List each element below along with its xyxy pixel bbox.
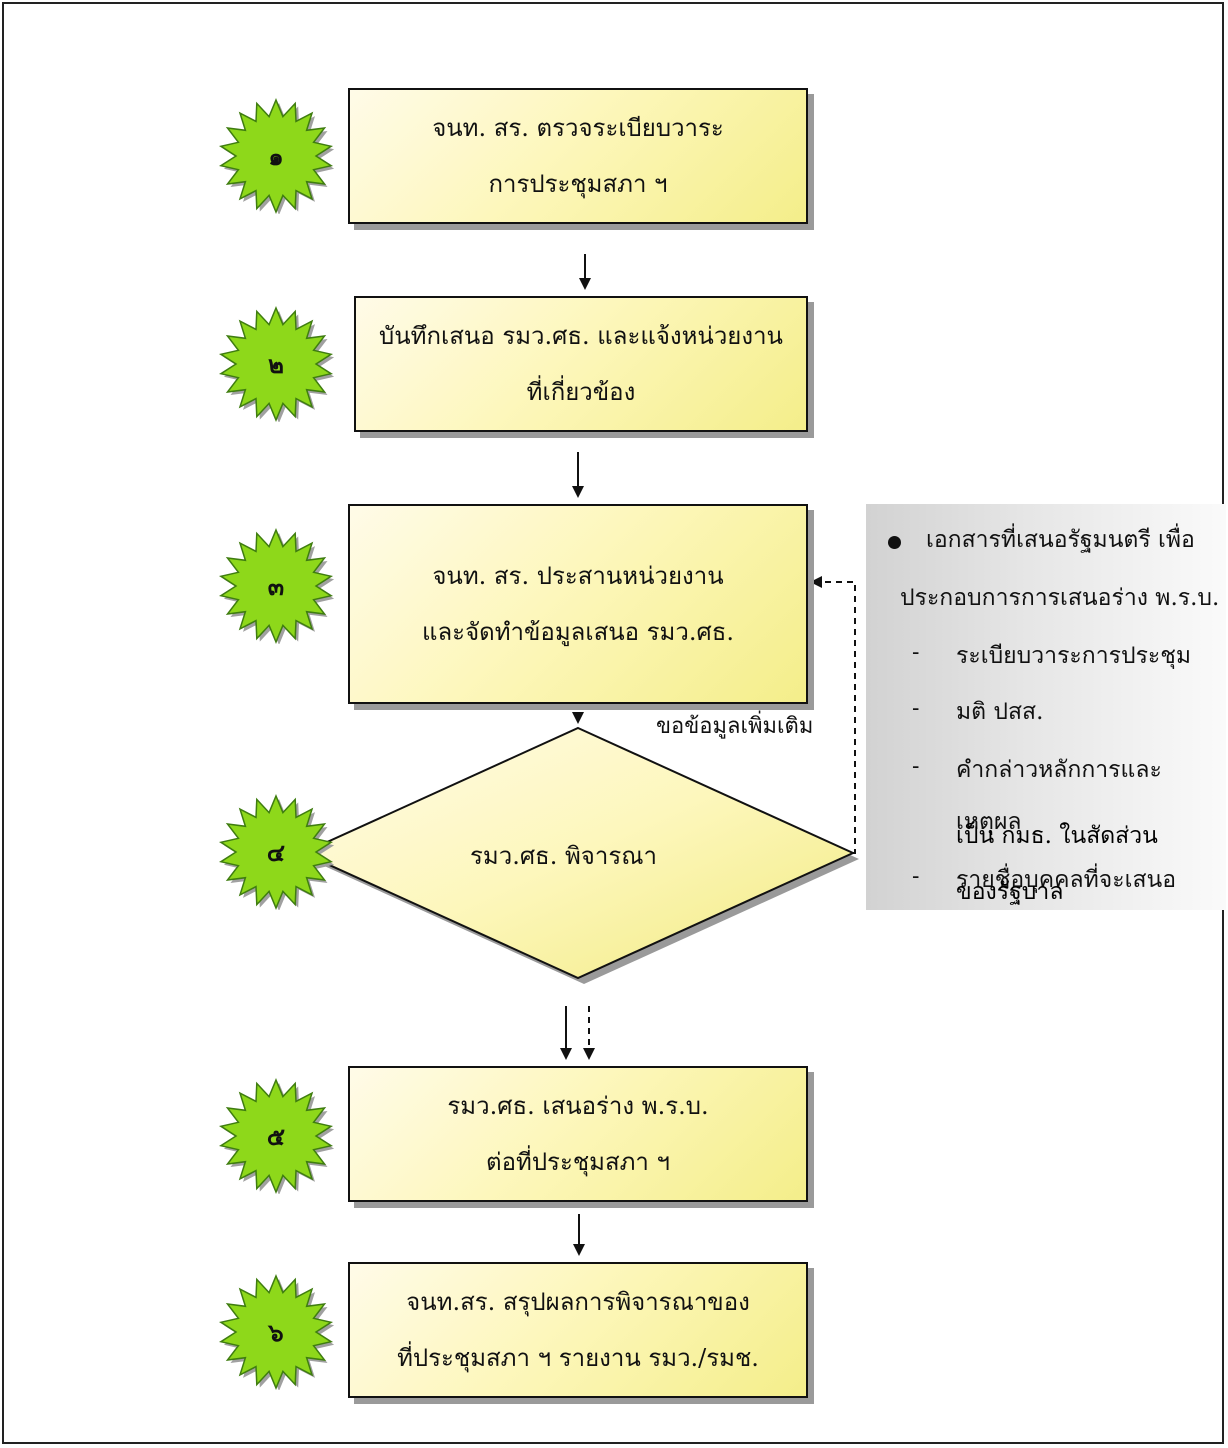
step-number-4: ๔ [266, 837, 286, 867]
step-3-line-1: จนท. สร. ประสานหน่วยงาน [432, 562, 724, 590]
feedback-dashed-arrow [810, 576, 856, 854]
bullet-icon [888, 536, 901, 549]
panel-item-1: ระเบียบวาระการประชุม [956, 643, 1192, 669]
starburst-icon [218, 98, 334, 214]
step-number-2: ๒ [268, 349, 284, 379]
step-badge-1: ๑ [218, 98, 334, 214]
dash-icon: - [912, 754, 920, 779]
panel-item-4-line-1: รายชื่อบุคคลที่จะเสนอ [956, 867, 1177, 893]
step-number-3: ๓ [267, 571, 285, 601]
step-badge-4: ๔ [218, 794, 334, 910]
panel-item-3-line-2: เหตุผล [956, 809, 1022, 835]
step-2-line-1: บันทึกเสนอ รมว.ศธ. และแจ้งหน่วยงาน [379, 322, 783, 350]
step-badge-2: ๒ [218, 306, 334, 422]
feedback-label: ขอข้อมูลเพิ่มเติม [656, 714, 814, 739]
panel-item-2: มติ ปสส. [956, 699, 1044, 725]
dash-icon: - [912, 864, 920, 889]
step-1-line-1: จนท. สร. ตรวจระเบียบวาระ [432, 114, 724, 142]
dash-icon: - [912, 696, 920, 721]
starburst-icon [218, 1078, 334, 1194]
step-1-box: จนท. สร. ตรวจระเบียบวาระ การประชุมสภา ฯ [348, 88, 808, 224]
starburst-icon [218, 306, 334, 422]
step-2-line-2: ที่เกี่ยวข้อง [526, 378, 636, 406]
step-number-6: ๖ [268, 1317, 284, 1347]
step-badge-3: ๓ [218, 528, 334, 644]
step-badge-6: ๖ [218, 1274, 334, 1390]
decision-label: รมว.ศธ. พิจารณา [470, 842, 657, 870]
starburst-icon [218, 1274, 334, 1390]
dash-icon: - [912, 640, 920, 665]
panel-heading-line-1: เอกสารที่เสนอรัฐมนตรี เพื่อ [926, 527, 1195, 553]
step-5-box: รมว.ศธ. เสนอร่าง พ.ร.บ. ต่อที่ประชุมสภา … [348, 1066, 808, 1202]
panel-item-3-line-1: คำกล่าวหลักการและ [956, 757, 1162, 783]
panel-heading-line-2: ประกอบการการเสนอร่าง พ.ร.บ. [900, 585, 1220, 611]
starburst-icon [218, 528, 334, 644]
step-number-5: ๕ [266, 1121, 286, 1151]
step-badge-5: ๕ [218, 1078, 334, 1194]
step-3-line-2: และจัดทำข้อมูลเสนอ รมว.ศธ. [422, 618, 734, 646]
step-number-1: ๑ [268, 141, 284, 171]
panel-item-4-line-2: เป็น กมธ. ในสัดส่วน [956, 823, 1158, 849]
panel-item-4-line-3: ของรัฐบาล [956, 879, 1064, 905]
step-2-box: บันทึกเสนอ รมว.ศธ. และแจ้งหน่วยงาน ที่เก… [354, 296, 808, 432]
documents-panel: เอกสารที่เสนอรัฐมนตรี เพื่อ ประกอบการการ… [866, 504, 1226, 910]
step-6-line-2: ที่ประชุมสภา ฯ รายงาน รมว./รมช. [397, 1344, 759, 1372]
step-5-line-2: ต่อที่ประชุมสภา ฯ [486, 1148, 670, 1176]
step-6-box: จนท.สร. สรุปผลการพิจารณาของ ที่ประชุมสภา… [348, 1262, 808, 1398]
decision-diamond [300, 726, 856, 980]
starburst-icon [218, 794, 334, 910]
step-3-box: จนท. สร. ประสานหน่วยงาน และจัดทำข้อมูลเส… [348, 504, 808, 704]
step-5-line-1: รมว.ศธ. เสนอร่าง พ.ร.บ. [447, 1092, 709, 1120]
step-6-line-1: จนท.สร. สรุปผลการพิจารณาของ [406, 1288, 750, 1316]
step-1-line-2: การประชุมสภา ฯ [488, 170, 668, 198]
